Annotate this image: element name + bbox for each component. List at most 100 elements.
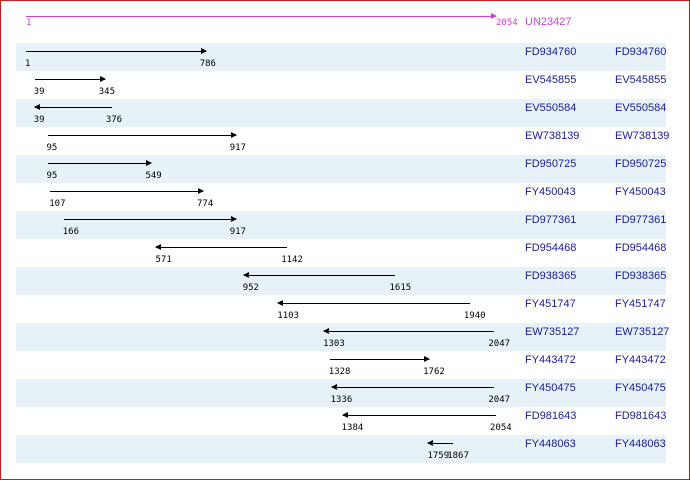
reference-id: UN23427 — [525, 16, 572, 28]
alignment-end: 2054 — [490, 423, 512, 433]
alignment-end: 549 — [145, 171, 162, 181]
alignment-arrow — [323, 328, 495, 334]
accession-link-secondary[interactable]: FY448063 — [615, 438, 666, 450]
alignment-arrow — [50, 188, 204, 194]
alignment-start: 1303 — [323, 339, 345, 349]
alignment-end: 917 — [229, 227, 246, 237]
accession-link[interactable]: FY450475 — [525, 382, 576, 394]
alignment-start: 1384 — [341, 423, 364, 433]
arrowhead-left-icon — [330, 384, 337, 390]
alignment-arrow — [277, 300, 470, 306]
alignment-start: 952 — [242, 283, 259, 293]
arrowhead-right-icon — [200, 48, 207, 54]
alignment-end: 2047 — [488, 339, 511, 349]
accession-link[interactable]: FD934760 — [525, 46, 577, 58]
accession-link-secondary[interactable]: EW738139 — [615, 130, 670, 142]
alignment-arrow — [26, 48, 207, 54]
accession-link[interactable]: FD938365 — [525, 270, 577, 282]
accession-link[interactable]: FY448063 — [525, 438, 576, 450]
row-band — [16, 155, 666, 183]
accession-link-secondary[interactable]: FY443472 — [615, 354, 666, 366]
arrowhead-right-icon — [230, 216, 237, 222]
accession-link[interactable]: FY450043 — [525, 186, 576, 198]
alignment-end: 917 — [229, 143, 246, 153]
row-band — [16, 323, 666, 351]
accession-link-secondary[interactable]: FD977361 — [615, 214, 667, 226]
alignment-arrow — [330, 384, 495, 390]
alignment-start: 1103 — [277, 311, 299, 321]
arrowhead-left-icon — [427, 440, 434, 446]
accession-link[interactable]: FY451747 — [525, 298, 576, 310]
alignment-arrow — [329, 356, 431, 362]
alignment-start: 39 — [33, 87, 45, 97]
arrowhead-right-icon — [230, 132, 237, 138]
accession-link-secondary[interactable]: FD950725 — [615, 158, 667, 170]
alignment-end: 1762 — [423, 367, 445, 377]
arrowhead-right-icon — [146, 160, 153, 166]
accession-link[interactable]: EW738139 — [525, 130, 580, 142]
arrowhead-left-icon — [277, 300, 284, 306]
alignment-arrow — [47, 132, 237, 138]
accession-link[interactable]: EV550584 — [525, 102, 577, 114]
alignment-start: 1759 — [427, 451, 450, 461]
alignment-start: 1336 — [330, 395, 353, 405]
alignment-start: 1 — [25, 59, 31, 69]
reference-arrow — [26, 13, 497, 19]
alignment-end: 786 — [199, 59, 216, 69]
alignment-start: 95 — [46, 171, 58, 181]
alignment-row: 1103 1940 FY451747 FY451747 — [1, 295, 689, 323]
arrowhead-right-icon — [424, 356, 431, 362]
arrowhead-left-icon — [33, 104, 40, 110]
alignment-end: 1615 — [389, 283, 412, 293]
accession-link-secondary[interactable]: FY450043 — [615, 186, 666, 198]
accession-link-secondary[interactable]: FY450475 — [615, 382, 666, 394]
alignment-row: 1384 2054 FD981643 FD981643 — [1, 407, 689, 435]
alignment-arrow — [242, 272, 396, 278]
row-band — [16, 379, 666, 407]
row-band — [16, 211, 666, 239]
arrowhead-right-icon — [197, 188, 204, 194]
accession-link[interactable]: FD981643 — [525, 410, 577, 422]
alignment-arrow — [341, 412, 496, 418]
alignment-row: 1336 2047 FY450475 FY450475 — [1, 379, 689, 407]
reference-start: 1 — [26, 18, 32, 28]
accession-link[interactable]: EV545855 — [525, 74, 577, 86]
accession-link-secondary[interactable]: EV545855 — [615, 74, 667, 86]
arrowhead-right-icon — [491, 13, 497, 19]
accession-link-secondary[interactable]: FD981643 — [615, 410, 667, 422]
accession-link-secondary[interactable]: EW735127 — [615, 326, 670, 338]
alignment-start: 39 — [33, 115, 45, 125]
alignment-end: 1940 — [463, 311, 486, 321]
arrowhead-left-icon — [155, 244, 162, 250]
arrowhead-left-icon — [341, 412, 348, 418]
accession-link[interactable]: FD954468 — [525, 242, 577, 254]
accession-link-secondary[interactable]: FY451747 — [615, 298, 666, 310]
accession-link-secondary[interactable]: FD934760 — [615, 46, 667, 58]
arrowhead-right-icon — [99, 76, 106, 82]
alignment-row: 952 1615 FD938365 FD938365 — [1, 267, 689, 295]
alignment-arrow — [34, 76, 106, 82]
accession-link-secondary[interactable]: FD954468 — [615, 242, 667, 254]
alignment-start: 107 — [49, 199, 66, 209]
accession-link[interactable]: FY443472 — [525, 354, 576, 366]
accession-link-secondary[interactable]: FD938365 — [615, 270, 667, 282]
alignment-row: 1 786 FD934760 FD934760 — [1, 43, 689, 71]
arrowhead-left-icon — [242, 272, 249, 278]
accession-link[interactable]: FD977361 — [525, 214, 577, 226]
alignment-row: 1303 2047 EW735127 EW735127 — [1, 323, 689, 351]
alignment-end: 2047 — [488, 395, 511, 405]
alignment-arrow — [47, 160, 153, 166]
arrowhead-left-icon — [323, 328, 330, 334]
alignment-row: 95 549 FD950725 FD950725 — [1, 155, 689, 183]
accession-link-secondary[interactable]: EV550584 — [615, 102, 667, 114]
accession-link[interactable]: FD950725 — [525, 158, 577, 170]
accession-link[interactable]: EW735127 — [525, 326, 580, 338]
